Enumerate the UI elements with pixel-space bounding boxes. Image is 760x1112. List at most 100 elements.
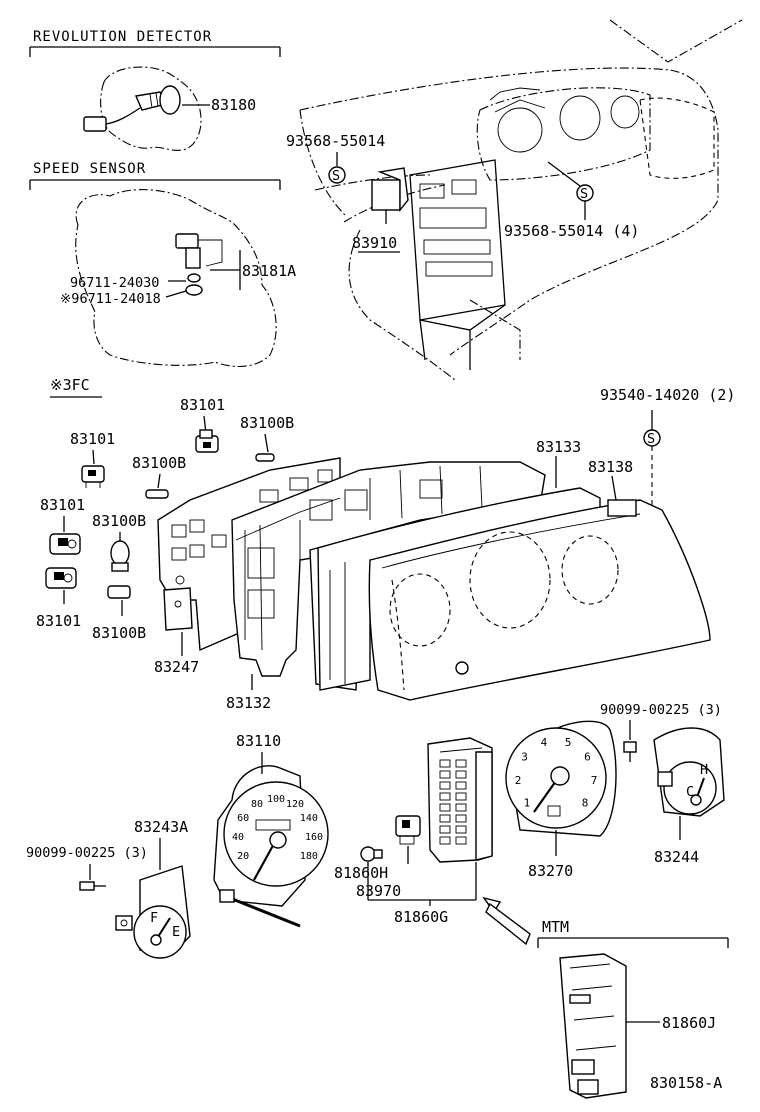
speedometer-tick-label: 20: [237, 851, 249, 862]
circuit-cell: [439, 759, 451, 768]
part-number-83138: 83138: [588, 458, 633, 476]
s-symbol: S: [332, 168, 340, 184]
note-3fc: ※3FC: [50, 376, 90, 394]
circuit-cell: [455, 781, 467, 790]
part-number-81860j: 81860J: [662, 1014, 716, 1032]
bulbs-sockets-group: 83101 83100B 83101 83100B 83101 83100B: [36, 396, 294, 642]
circuit-cell: [439, 803, 451, 812]
part-number-83101-top: 83101: [180, 396, 225, 414]
circuit-cell: [455, 825, 467, 834]
part-number-83910: 83910: [352, 234, 397, 252]
tachometer-tick-label: 2: [515, 774, 522, 787]
circuit-cell: [439, 836, 451, 845]
part-number-81860g: 81860G: [394, 908, 448, 926]
screw-90099-right: [623, 741, 637, 762]
screw-90099-left: [79, 881, 106, 891]
part-number-93568-55014-qty4: 93568-55014 (4): [504, 222, 639, 240]
tachometer-tick-label: 1: [524, 796, 531, 809]
part-number-83100b-4: 83100B: [92, 624, 146, 642]
tachometer-tick-label: 7: [591, 774, 598, 787]
part-number-96711-24030: 96711-24030: [70, 275, 159, 291]
speedometer-tick-label: 140: [300, 813, 318, 824]
speed-sensor-83181a-part: [175, 233, 223, 296]
part-number-83180: 83180: [211, 96, 256, 114]
circuit-cell: [439, 814, 451, 823]
revolution-detector-section: REVOLUTION DETECTOR 83180: [29, 29, 281, 151]
speedometer-tick-label: 160: [305, 832, 323, 843]
part-number-83133: 83133: [536, 438, 581, 456]
bulb-81860h: [360, 846, 383, 862]
dashboard-overview: 83910 S 93568-55014 S 93568-55014 (4): [286, 19, 743, 381]
speedometer-tick-label: 100: [267, 794, 285, 805]
part-number-83101-left2: 83101: [40, 496, 85, 514]
fuel-f-label: F: [150, 910, 158, 926]
bulb-83100b-3: [110, 540, 130, 572]
socket-83101-left1: [81, 465, 105, 488]
screw-mark-right: S: [576, 184, 594, 202]
tachometer-tick-label: 5: [565, 736, 572, 749]
part-number-83100b-top: 83100B: [240, 414, 294, 432]
speedometer-tick-label: 120: [286, 799, 304, 810]
tachometer-tick-label: 3: [521, 751, 528, 764]
revolution-detector-83180-part: [83, 85, 181, 132]
part-number-83101-left3: 83101: [36, 612, 81, 630]
tachometer-tick-label: 6: [584, 751, 591, 764]
mtm-label: MTM: [542, 918, 569, 936]
circuit-cell: [439, 825, 451, 834]
socket-83101-left3: [45, 567, 77, 589]
speedometer-tick-label: 40: [232, 832, 244, 843]
bulb-83100b-top: [255, 453, 275, 462]
part-number-83970: 83970: [356, 882, 401, 900]
part-number-83181a: 83181A: [242, 262, 296, 280]
speed-sensor-title: SPEED SENSOR: [33, 161, 146, 177]
part-number-96711-24018: ※96711-24018: [60, 291, 161, 307]
temp-gauge-83244: H C: [653, 727, 725, 817]
bulb-83100b-2: [145, 489, 169, 499]
screw-mark-93540: S: [643, 429, 661, 447]
part-number-93568-55014: 93568-55014: [286, 132, 385, 150]
part-number-83101-left1: 83101: [70, 430, 115, 448]
tachometer-tick-label: 4: [541, 736, 548, 749]
circuit-cell: [455, 770, 467, 779]
temp-h-label: H: [700, 762, 708, 778]
part-number-83247: 83247: [154, 658, 199, 676]
part-number-83132: 83132: [226, 694, 271, 712]
circuit-segments: [439, 759, 467, 845]
part-number-83100b-2: 83100B: [132, 454, 186, 472]
cluster-exploded-view: 83247 83132 83133: [154, 386, 735, 712]
figure-id: 830158-A: [650, 1074, 722, 1092]
part-number-83243a: 83243A: [134, 818, 188, 836]
bracket-83138: [607, 499, 637, 517]
part-number-90099-00225-right: 90099-00225 (3): [600, 702, 722, 718]
part-number-83100b-3: 83100B: [92, 512, 146, 530]
circuit-cell: [439, 792, 451, 801]
speed-sensor-section: SPEED SENSOR 83181A 96711-24030 ※96711-2…: [29, 161, 296, 367]
fuel-e-label: E: [172, 924, 180, 940]
speedometer-tick-label: 60: [237, 813, 249, 824]
speedometer-tick-label: 180: [300, 851, 318, 862]
cluster-lens: [368, 499, 711, 701]
item-83910-part: [371, 167, 409, 224]
part-number-83244: 83244: [654, 848, 699, 866]
fuel-gauge-83243a: F E: [115, 865, 191, 959]
s-symbol: S: [580, 186, 588, 202]
part-number-90099-00225-left: 90099-00225 (3): [26, 845, 148, 861]
circuit-cell: [439, 781, 451, 790]
circuit-cell: [455, 814, 467, 823]
circuit-81860j: [559, 953, 627, 1099]
circuit-cell: [455, 759, 467, 768]
bulb-83100b-4: [107, 585, 131, 599]
part-number-93540-14020: 93540-14020 (2): [600, 386, 735, 404]
s-symbol: S: [647, 431, 655, 447]
circuit-cell: [455, 803, 467, 812]
tachometer-tick-label: 8: [582, 796, 589, 809]
socket-83101-left2: [49, 533, 81, 555]
mtm-section: MTM 81860J: [482, 896, 729, 1099]
socket-83970: [395, 815, 421, 845]
part-number-83110: 83110: [236, 732, 281, 750]
